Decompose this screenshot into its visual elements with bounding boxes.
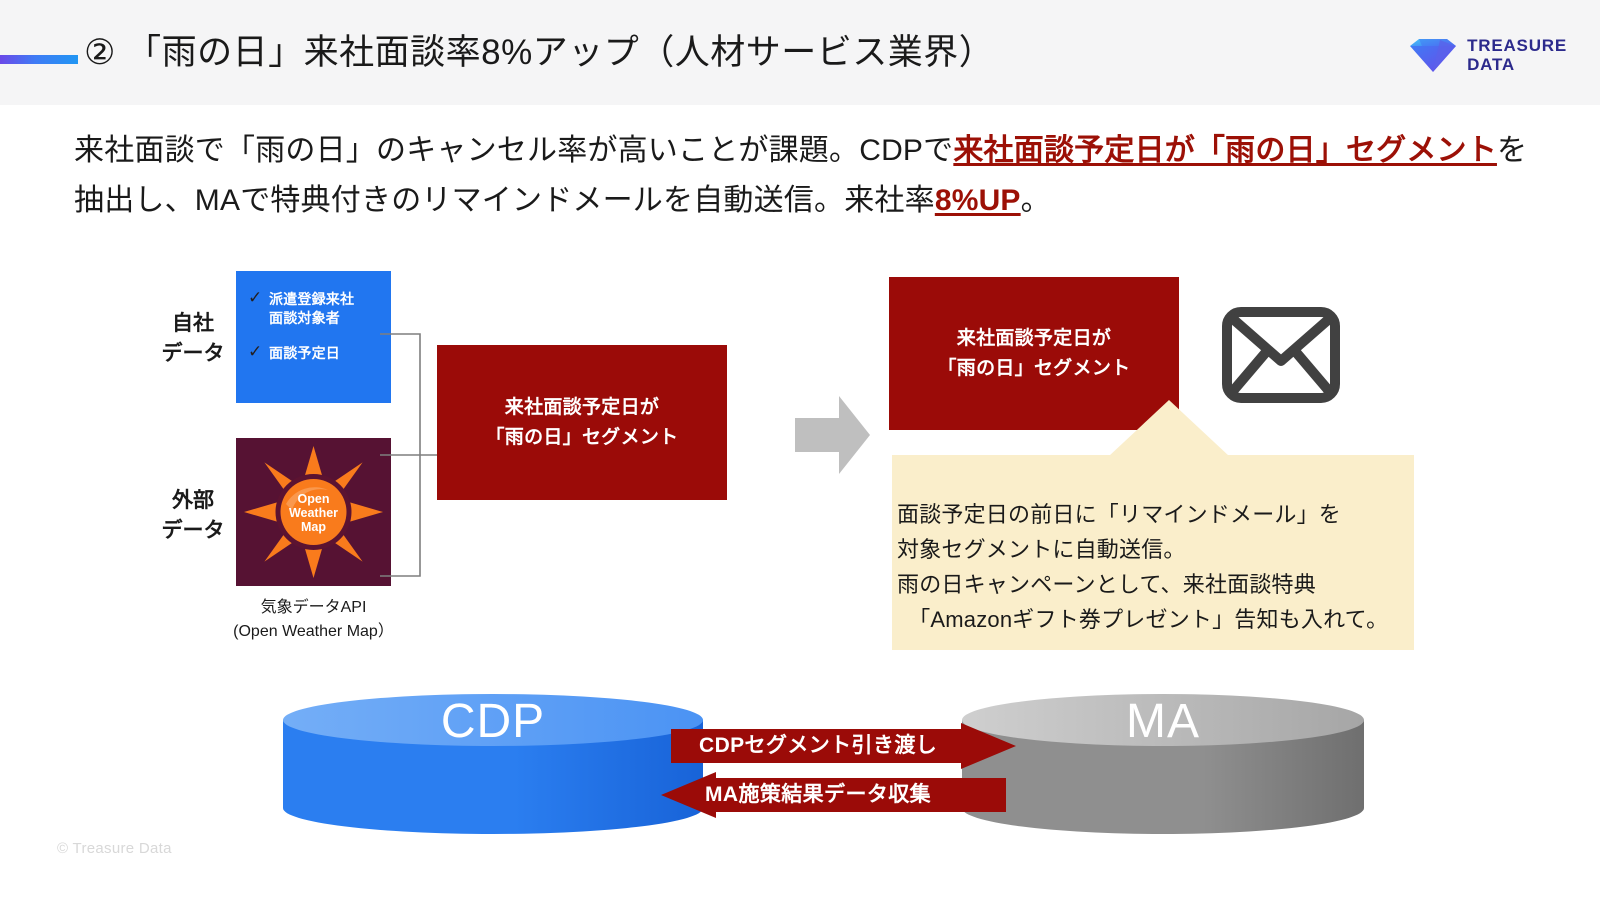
own-data-item-2: ✓ 面談予定日: [248, 342, 391, 363]
owm-logo-line-3: Map: [301, 520, 326, 534]
brand-wordmark: TREASURE DATA: [1467, 36, 1567, 74]
open-weather-map-box: Open Weather Map: [236, 438, 391, 586]
owm-caption-line-1: 気象データAPI: [260, 599, 367, 616]
owm-caption-line-2: (Open Weather Map）: [233, 623, 394, 640]
external-data-label-line-2: データ: [161, 519, 225, 542]
cdp-to-ma-arrow: [671, 723, 1016, 769]
own-data-label-line-1: 自社: [172, 312, 214, 335]
treasure-data-logo: TREASURE DATA: [1410, 36, 1567, 74]
ma-to-cdp-arrow: [661, 772, 1006, 818]
callout-text: 面談予定日の前日に「リマインドメール」を 対象セグメントに自動送信。 雨の日キャ…: [897, 497, 1417, 637]
callout-line-3: 雨の日キャンペーンとして、来社面談特典: [897, 572, 1316, 597]
segment-box-primary-line-2: 「雨の日」セグメント: [485, 426, 679, 448]
brand-line-2: DATA: [1467, 55, 1515, 74]
own-data-item-1-text: 派遣登録来社 面談対象者: [269, 290, 354, 328]
own-data-item-1-line-1: 派遣登録来社: [269, 291, 355, 307]
page-title: ② 「雨の日」来社面談率8%アップ（人材サービス業界）: [84, 33, 995, 72]
own-data-label-line-2: データ: [161, 342, 225, 365]
right-arrow-icon: [795, 396, 870, 474]
lead-text-part-1: 来社面談で「雨の日」のキャンセル率が高いことが課題。CDPで: [74, 134, 954, 167]
open-weather-map-caption: 気象データAPI (Open Weather Map）: [216, 596, 411, 644]
brand-line-1: TREASURE: [1467, 36, 1567, 55]
copyright-footer: © Treasure Data: [57, 840, 172, 857]
ma-label: MA: [1126, 695, 1200, 748]
segment-box-secondary-line-1: 来社面談予定日が: [956, 327, 1112, 349]
segment-box-secondary-line-2: 「雨の日」セグメント: [937, 357, 1131, 379]
external-data-label-line-1: 外部: [172, 489, 214, 512]
own-data-item-1-line-2: 面談対象者: [269, 310, 340, 326]
segment-box-primary-line-1: 来社面談予定日が: [504, 396, 660, 418]
header-accent-bar: [0, 55, 78, 64]
segment-box-primary: 来社面談予定日が 「雨の日」セグメント: [437, 345, 727, 500]
cdp-cylinder: [283, 694, 703, 834]
lead-text-part-3: 。: [1020, 184, 1051, 217]
callout-line-2: 対象セグメントに自動送信。: [897, 537, 1186, 562]
lead-paragraph: 来社面談で「雨の日」のキャンセル率が高いことが課題。CDPで来社面談予定日が「雨…: [74, 126, 1534, 226]
own-data-item-2-text: 面談予定日: [269, 345, 340, 361]
lead-highlight-uplift: 8%UP: [934, 184, 1021, 217]
check-icon: ✓: [248, 288, 263, 307]
segment-box-secondary-text: 来社面談予定日が 「雨の日」セグメント: [937, 324, 1130, 384]
owm-logo-line-1: Open: [298, 492, 330, 506]
owm-logo-line-2: Weather: [289, 506, 338, 520]
lead-text-part-2: を抽出し、MAで特典付きのリマインドメールを自動送信。来社率: [74, 134, 1528, 217]
callout-tail: [1109, 400, 1229, 456]
callout-line-1: 面談予定日の前日に「リマインドメール」を: [897, 502, 1342, 527]
callout-line-4: 「Amazonギフト券プレゼント」告知も入れて。: [897, 607, 1389, 632]
cdp-to-ma-arrow-label: CDPセグメント引き渡し: [699, 734, 938, 757]
own-data-box: ✓ 派遣登録来社 面談対象者 ✓ 面談予定日: [236, 271, 391, 403]
envelope-icon: [1222, 307, 1340, 403]
ma-to-cdp-arrow-label: MA施策結果データ収集: [705, 783, 932, 806]
callout-box: [892, 455, 1414, 650]
check-icon: ✓: [248, 342, 263, 361]
ma-cylinder: [962, 694, 1364, 834]
cdp-label: CDP: [440, 695, 546, 748]
lead-highlight-segment: 来社面談予定日が「雨の日」セグメント: [953, 134, 1497, 167]
own-data-label: 自社 データ: [148, 309, 238, 369]
page-header: ② 「雨の日」来社面談率8%アップ（人材サービス業界） TREASURE DAT…: [0, 0, 1600, 105]
own-data-item-1: ✓ 派遣登録来社 面談対象者: [248, 288, 391, 328]
open-weather-map-sun-icon: Open Weather Map: [244, 446, 383, 578]
segment-box-primary-text: 来社面談予定日が 「雨の日」セグメント: [485, 393, 678, 453]
external-data-label: 外部 データ: [148, 486, 238, 546]
diamond-icon: [1410, 39, 1457, 72]
